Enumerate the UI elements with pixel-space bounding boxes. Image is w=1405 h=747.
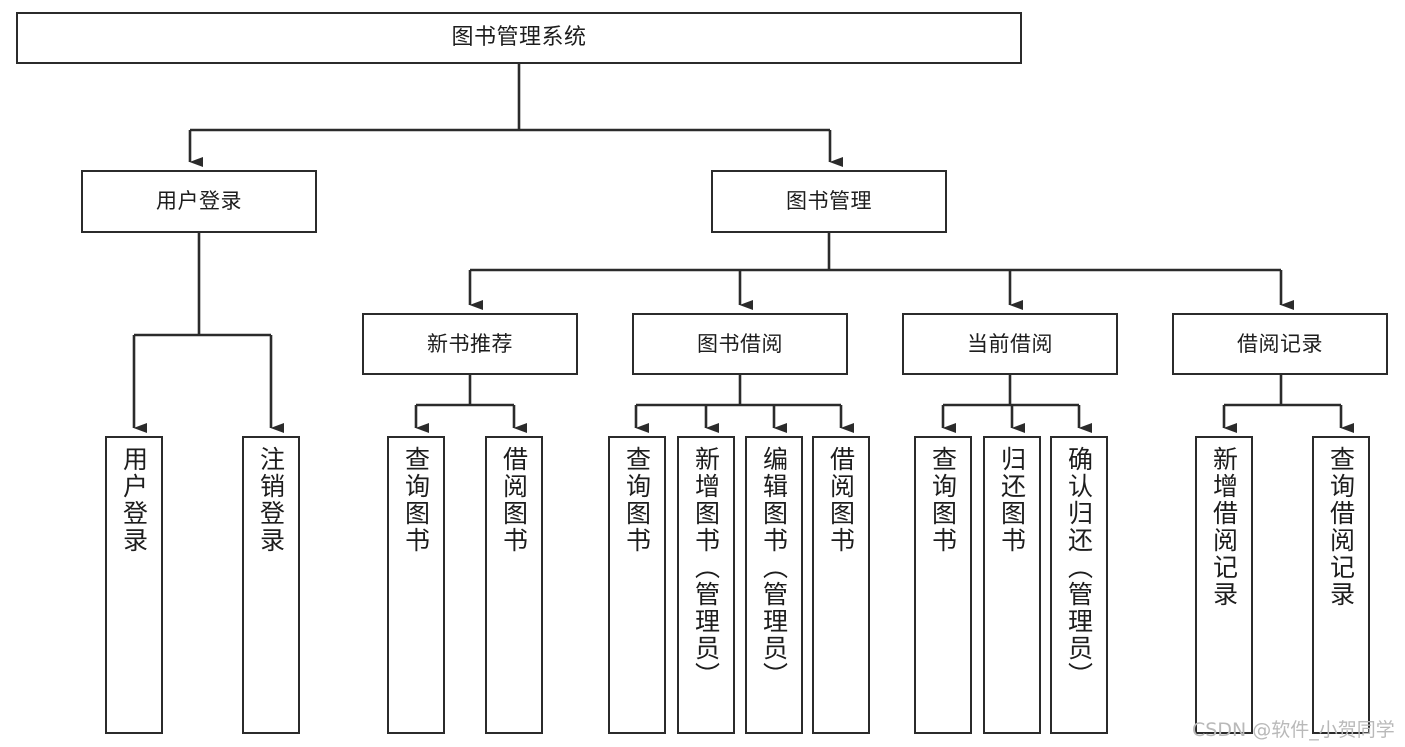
node-book-borrow[interactable]: 图书借阅 <box>632 313 848 375</box>
node-user-login[interactable]: 用户登录 <box>81 170 317 233</box>
node-label: 借阅记录 <box>1237 331 1323 356</box>
leaf-user-login-logout[interactable]: 注销登录 <box>242 436 300 734</box>
node-label: 借阅图书 <box>826 446 856 554</box>
node-label: 图书管理 <box>786 189 872 214</box>
node-label: 确认归还（管理员） <box>1064 446 1094 689</box>
node-label: 查询图书 <box>622 446 652 554</box>
node-label: 查询图书 <box>928 446 958 554</box>
node-label: 新增借阅记录 <box>1209 446 1239 608</box>
leaf-current-borrow-return[interactable]: 归还图书 <box>983 436 1041 734</box>
leaf-book-borrow-borrow[interactable]: 借阅图书 <box>812 436 870 734</box>
leaf-book-borrow-add[interactable]: 新增图书（管理员） <box>677 436 735 734</box>
leaf-borrow-record-add[interactable]: 新增借阅记录 <box>1195 436 1253 734</box>
leaf-current-borrow-search[interactable]: 查询图书 <box>914 436 972 734</box>
node-label: 图书管理系统 <box>451 25 587 51</box>
leaf-new-book-search[interactable]: 查询图书 <box>387 436 445 734</box>
node-label: 编辑图书（管理员） <box>759 446 789 689</box>
leaf-user-login-login[interactable]: 用户登录 <box>105 436 163 734</box>
leaf-book-borrow-edit[interactable]: 编辑图书（管理员） <box>745 436 803 734</box>
node-label: 注销登录 <box>256 446 286 554</box>
node-current-borrow[interactable]: 当前借阅 <box>902 313 1118 375</box>
node-label: 归还图书 <box>997 446 1027 554</box>
leaf-new-book-borrow[interactable]: 借阅图书 <box>485 436 543 734</box>
csdn-watermark: CSDN @软件_小贺同学 <box>1192 719 1395 741</box>
node-label: 当前借阅 <box>967 331 1053 356</box>
node-new-book-recommend[interactable]: 新书推荐 <box>362 313 578 375</box>
node-root-book-management-system[interactable]: 图书管理系统 <box>16 12 1022 64</box>
node-borrow-record[interactable]: 借阅记录 <box>1172 313 1388 375</box>
node-book-management[interactable]: 图书管理 <box>711 170 947 233</box>
leaf-borrow-record-search[interactable]: 查询借阅记录 <box>1312 436 1370 734</box>
leaf-book-borrow-search[interactable]: 查询图书 <box>608 436 666 734</box>
node-label: 新增图书（管理员） <box>691 446 721 689</box>
node-label: 借阅图书 <box>499 446 529 554</box>
node-label: 查询图书 <box>401 446 431 554</box>
leaf-current-borrow-confirm-return[interactable]: 确认归还（管理员） <box>1050 436 1108 734</box>
node-label: 查询借阅记录 <box>1326 446 1356 608</box>
node-label: 图书借阅 <box>697 331 783 356</box>
node-label: 用户登录 <box>119 446 149 554</box>
node-label: 新书推荐 <box>427 331 513 356</box>
node-label: 用户登录 <box>156 189 242 214</box>
